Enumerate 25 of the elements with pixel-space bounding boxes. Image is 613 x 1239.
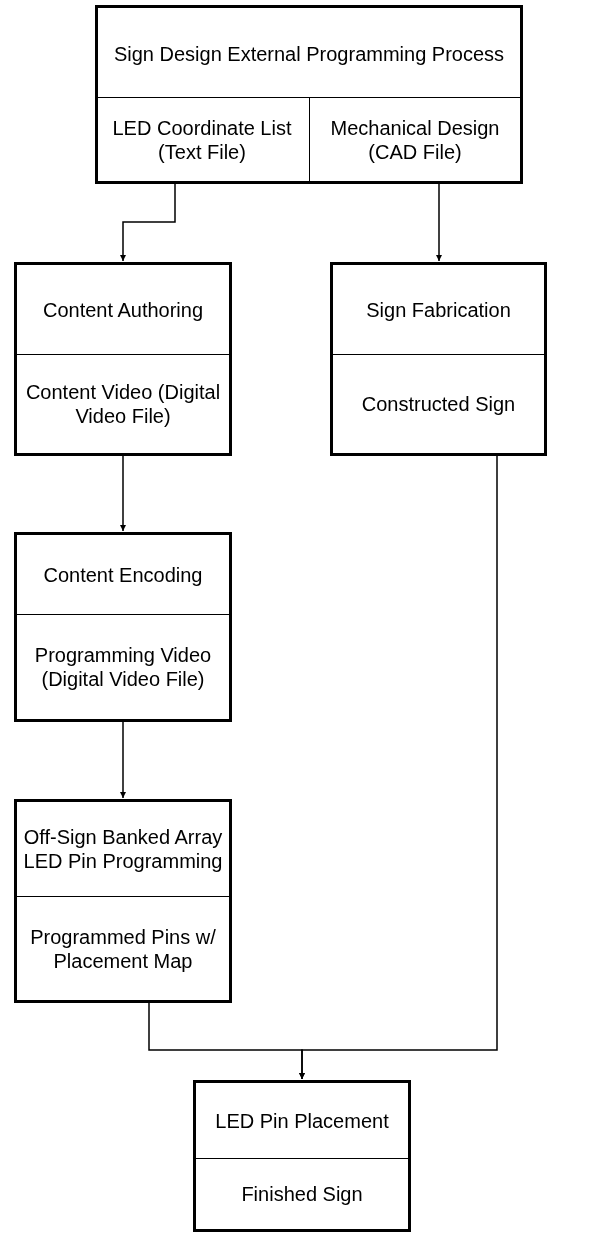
box-text: Programmed Pins w/ Placement Map: [29, 924, 217, 973]
process-box: [330, 262, 547, 456]
box-text: Off-Sign Banked Array LED Pin Programming: [22, 825, 224, 873]
box-text: LED Coordinate List (Text File): [111, 115, 293, 164]
box-text: Mechanical Design (CAD File): [329, 115, 501, 164]
sub-box: [95, 97, 310, 181]
box-text: LED Pin Placement: [215, 1108, 389, 1133]
box-text: Sign Fabrication: [366, 297, 511, 322]
box-text: Finished Sign: [241, 1182, 363, 1206]
box-text: Content Encoding: [43, 562, 203, 587]
box-text: Content Video (Digital Video File): [24, 380, 222, 428]
process-box: [14, 799, 232, 1003]
box-text: Sign Design External Programming Process: [113, 42, 505, 66]
arrow: [120, 455, 126, 532]
box-text: Content Authoring: [42, 297, 204, 322]
box-text: Constructed Sign: [361, 392, 516, 416]
process-box: [95, 5, 523, 184]
arrow: [299, 455, 498, 1080]
arrow: [120, 183, 176, 262]
process-box: [14, 262, 232, 456]
process-box: [14, 532, 232, 722]
box-text: Programming Video (Digital Video File): [33, 643, 213, 691]
arrow: [436, 183, 442, 262]
arrow: [120, 721, 126, 799]
process-box: [193, 1080, 411, 1232]
